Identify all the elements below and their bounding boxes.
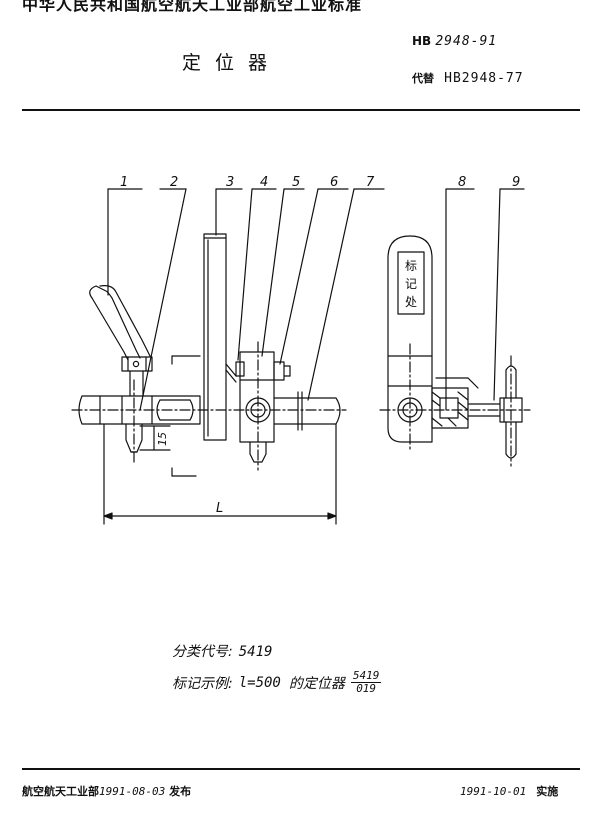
callout-8: 8 xyxy=(458,175,466,190)
issue-info: 航空航天工业部1991-08-03 发布 xyxy=(22,783,191,799)
issuer: 航空航天工业部 xyxy=(22,785,99,798)
classification-value: 5419 xyxy=(238,644,273,660)
callout-1: 1 xyxy=(120,175,128,190)
replaces-standard: 代替 HB2948-77 xyxy=(412,70,524,86)
classification-label: 分类代号: xyxy=(172,644,233,660)
header-divider xyxy=(22,109,580,111)
organization-title: 中华人民共和国航空航天工业部航空工业标准 xyxy=(22,0,363,14)
example-label: 标记示例: xyxy=(172,675,233,692)
callout-5: 5 xyxy=(292,175,300,190)
replaces-label: 代替 xyxy=(412,72,434,85)
effective-word: 实施 xyxy=(536,785,559,798)
marking-example: 标记示例: l=500 的定位器 5419 019 xyxy=(172,669,382,695)
plate-text-char-3: 处 xyxy=(405,295,417,309)
plate-text-char-2: 记 xyxy=(405,277,417,291)
example-fraction: 5419 019 xyxy=(350,669,382,695)
issue-word: 发布 xyxy=(169,785,192,798)
classification-code: 分类代号: 5419 xyxy=(172,641,272,661)
example-fraction-denominator: 019 xyxy=(356,682,377,695)
standard-number-value: 2948-91 xyxy=(435,34,498,49)
callout-7: 7 xyxy=(366,175,375,190)
callout-9: 9 xyxy=(512,175,520,190)
standard-prefix: HB xyxy=(412,34,432,48)
example-fraction-numerator: 5419 xyxy=(350,669,382,683)
issue-date: 1991-08-03 xyxy=(99,785,166,798)
callout-3: 3 xyxy=(226,175,234,190)
callout-2: 2 xyxy=(170,175,178,190)
example-suffix: 的定位器 xyxy=(288,675,345,692)
dimension-length-label: L xyxy=(216,501,223,516)
plate-text-char-1: 标 xyxy=(405,259,417,273)
callout-6: 6 xyxy=(330,175,338,190)
footer-divider xyxy=(22,768,580,770)
dimension-15-label: 15 xyxy=(156,432,169,446)
effective-info: 1991-10-01 实施 xyxy=(460,783,558,799)
effective-date: 1991-10-01 xyxy=(460,785,527,798)
document-title: 定位器 xyxy=(182,52,282,74)
example-value: l=500 xyxy=(238,674,281,691)
standard-number: HB 2948-91 xyxy=(412,34,497,49)
callout-4: 4 xyxy=(260,175,268,190)
replaces-value: HB2948-77 xyxy=(444,71,524,86)
